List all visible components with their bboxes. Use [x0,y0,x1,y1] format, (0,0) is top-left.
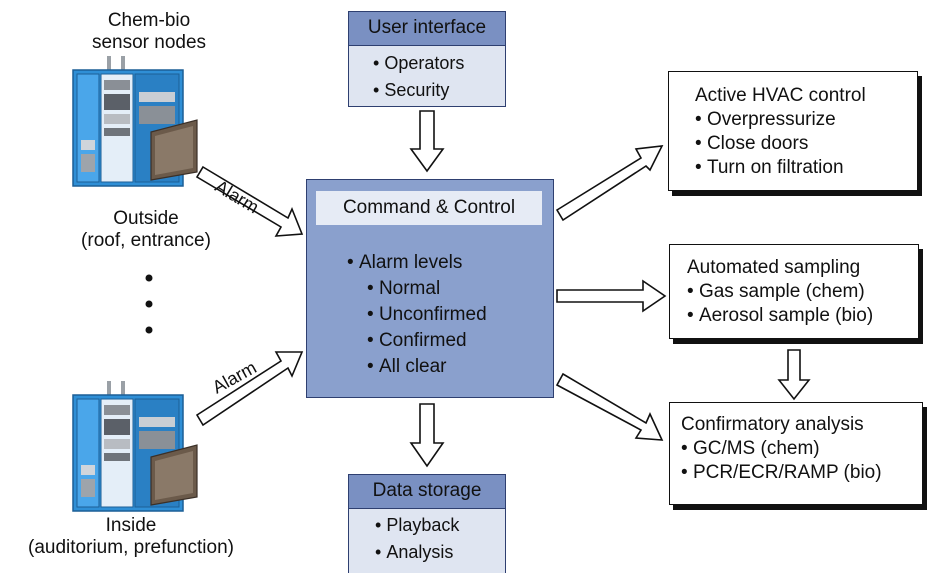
inside-location-label: Inside (auditorium, prefunction) [0,515,262,559]
list-item: Turn on filtration [695,156,917,180]
confirmatory-title: Confirmatory analysis [681,414,864,435]
data-storage-box: Data storage Playback Analysis [348,474,506,573]
list-item: Aerosol sample (bio) [687,304,918,328]
inside-label-line-2: (auditorium, prefunction) [28,537,234,558]
arrow-cc-to-storage [409,403,445,468]
outside-label-line-1: Outside [113,208,179,229]
hvac-list: Overpressurize Close doors Turn on filtr… [695,108,917,180]
arrow-ui-to-cc [409,110,445,173]
command-control-title: Command & Control [316,191,542,225]
outside-label-line-2: (roof, entrance) [81,230,211,251]
alarm-levels-list: Alarm levels Normal Unconfirmed Confirme… [347,250,487,380]
ellipsis-dot [145,274,153,282]
data-storage-list: Playback Analysis [349,509,505,566]
alarm-level-item: Unconfirmed [367,302,487,328]
user-interface-title: User interface [349,12,505,46]
arrow-cc-to-sampling [556,279,667,313]
inside-sensor-cabinet-icon [72,380,198,512]
sensor-heading-line-1: Chem-bio [107,10,191,31]
sensor-heading-line-2: sensor nodes [91,32,207,53]
list-item: PCR/ECR/RAMP (bio) [681,461,922,485]
sampling-title: Automated sampling [687,257,861,278]
inside-label-line-1: Inside [105,515,157,536]
hvac-title: Active HVAC control [695,85,866,106]
arrow-sampling-to-confirm [777,349,811,401]
arrow-inside-alarm [195,351,304,427]
list-item: Close doors [695,132,917,156]
user-interface-box: User interface Operators Security [348,11,506,107]
ellipsis-dot [145,326,153,334]
list-item: Overpressurize [695,108,917,132]
confirmatory-analysis-box: Confirmatory analysis GC/MS (chem) PCR/E… [669,402,923,505]
ellipsis-dot [145,300,153,308]
alarm-level-item: Confirmed [367,328,487,354]
arrow-cc-to-confirm [555,372,664,441]
command-control-box: Command & Control Alarm levels Normal Un… [306,179,554,398]
outside-sensor-cabinet-icon [72,55,198,187]
alarm-level-item: All clear [367,354,487,380]
list-item: Gas sample (chem) [687,280,918,304]
outside-location-label: Outside (roof, entrance) [36,208,256,252]
hvac-control-box: Active HVAC control Overpressurize Close… [668,71,918,191]
sampling-list: Gas sample (chem) Aerosol sample (bio) [687,280,918,328]
automated-sampling-box: Automated sampling Gas sample (chem) Aer… [669,244,919,339]
data-storage-title: Data storage [349,475,505,509]
list-item: Security [373,77,505,104]
alarm-levels-heading: Alarm levels [347,250,487,276]
list-item: Analysis [375,539,505,566]
confirmatory-list: GC/MS (chem) PCR/ECR/RAMP (bio) [681,437,922,485]
user-interface-list: Operators Security [349,46,505,104]
alarm-level-item: Normal [367,276,487,302]
list-item: Operators [373,50,505,77]
list-item: Playback [375,512,505,539]
list-item: GC/MS (chem) [681,437,922,461]
arrow-outside-alarm [195,165,304,237]
arrow-cc-to-hvac [555,145,664,222]
sensor-nodes-heading: Chem-bio sensor nodes [60,10,238,54]
